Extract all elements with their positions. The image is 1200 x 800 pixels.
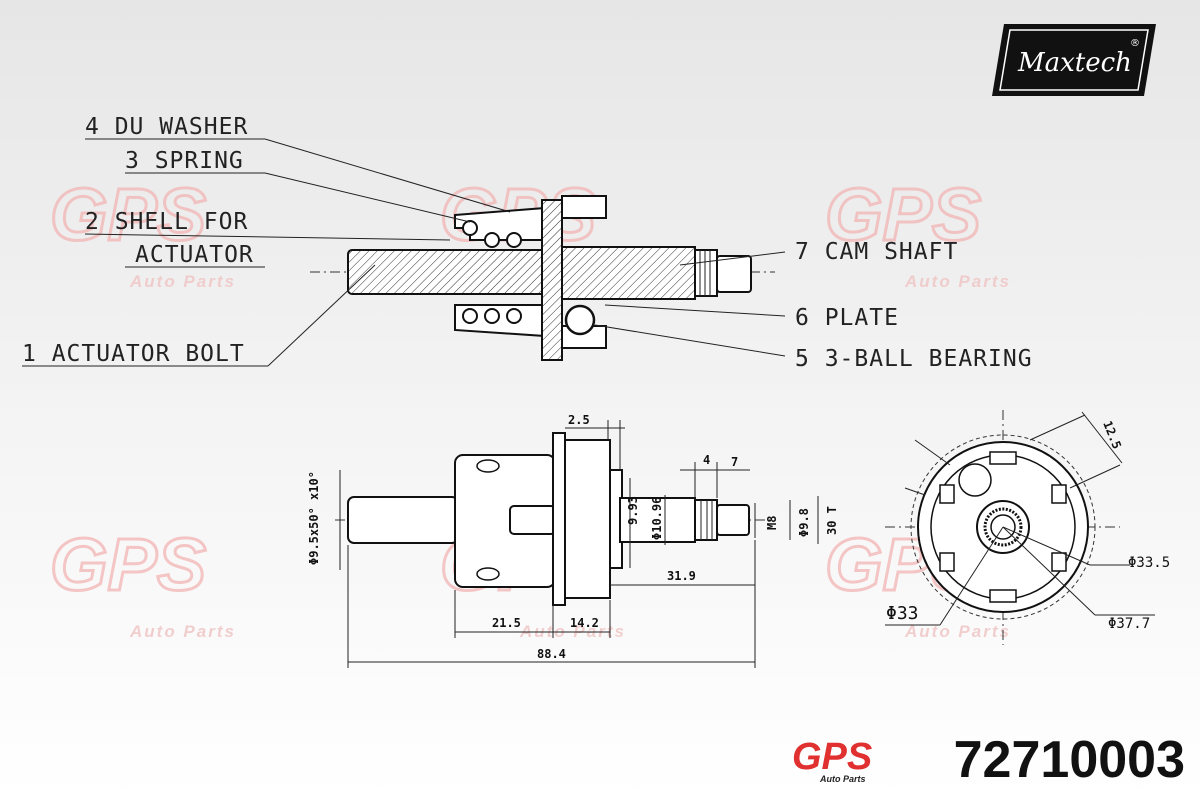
dim-9-93: 9.93 <box>626 496 640 525</box>
callout-actuator-bolt: 1 ACTUATOR BOLT <box>22 341 245 367</box>
dim-9-8: Φ9.8 <box>797 508 811 537</box>
gps-logo-text: GPS <box>792 736 872 778</box>
plate-body <box>564 439 611 599</box>
gps-logo-sub: Auto Parts <box>819 774 866 784</box>
dim-4: 4 <box>703 453 710 467</box>
watermark-sub: Auto Parts <box>904 272 1011 291</box>
tip-side <box>716 504 750 536</box>
plate <box>541 199 563 361</box>
cam-shaft-tip <box>716 255 752 293</box>
dim-88-4: 88.4 <box>537 647 566 661</box>
registered-mark: ® <box>1130 38 1140 49</box>
cam-shaft <box>554 246 696 300</box>
dim-7: 7 <box>731 455 738 469</box>
callout-cam-shaft: 7 CAM SHAFT <box>795 239 958 265</box>
watermark-sub: Auto Parts <box>129 272 236 291</box>
plate-flange-top <box>561 195 607 219</box>
watermark-text: GPS <box>825 173 981 256</box>
cam-shaft-side <box>619 497 696 543</box>
dim-30t: 30 T <box>825 506 839 535</box>
maxtech-logo-text: Maxtech <box>1017 48 1132 78</box>
part-number: 72710003 <box>953 731 1185 789</box>
cam-shaft-spline <box>694 249 718 297</box>
dim-12-5: 12.5 <box>1100 419 1124 451</box>
watermark-text: GPS <box>50 523 206 606</box>
gps-logo: GPS Auto Parts <box>792 736 872 784</box>
dim-21-5: 21.5 <box>492 616 521 630</box>
spline-side <box>694 499 718 541</box>
dim-14-2: 14.2 <box>570 616 599 630</box>
watermark-text: GPS <box>50 173 206 256</box>
dim-33: Φ33 <box>886 603 919 624</box>
spring <box>462 220 522 324</box>
bolt-head <box>509 505 556 535</box>
callout-du-washer: 4 DU WASHER <box>85 114 248 140</box>
callout-spring: 3 SPRING <box>125 148 244 174</box>
callout-shell-for: 2 SHELL FOR <box>85 209 248 235</box>
callout-leaders <box>22 138 786 367</box>
dimension-lines <box>339 420 819 668</box>
circle-37-7 <box>910 434 1096 620</box>
actuator-bolt <box>347 249 559 295</box>
dim-31-9: 31.9 <box>667 569 696 583</box>
side-view <box>335 432 770 606</box>
callout-ball-bearing: 5 3-BALL BEARING <box>795 346 1033 372</box>
maxtech-logo: Maxtech ® <box>992 24 1156 96</box>
dim-9-5: Φ9.5x50° x10° <box>307 471 321 565</box>
dim-m8: M8 <box>765 516 779 530</box>
watermark-sub: Auto Parts <box>129 622 236 641</box>
ball-bearing <box>564 304 596 336</box>
end-view <box>885 410 1155 645</box>
watermark-sub: Auto Parts <box>904 622 1011 641</box>
callout-actuator: ACTUATOR <box>135 242 254 268</box>
plate-side <box>552 432 566 606</box>
dim-33-5: Φ33.5 <box>1128 555 1170 571</box>
dim-2-5: 2.5 <box>568 413 590 427</box>
callout-plate: 6 PLATE <box>795 305 899 331</box>
dim-10-96: Φ10.96 <box>650 497 664 540</box>
bolt-shank <box>347 496 459 544</box>
section-view <box>310 195 775 361</box>
dim-37-7: Φ37.7 <box>1108 616 1150 632</box>
